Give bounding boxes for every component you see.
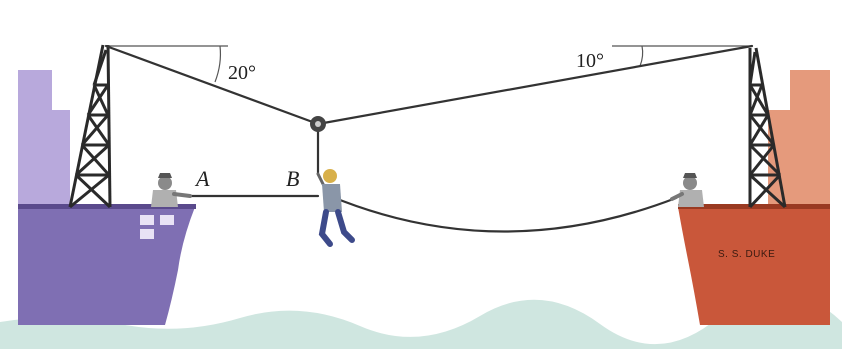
angle-label-left: 20°	[228, 62, 256, 84]
left-sailor	[151, 173, 192, 207]
right-tower	[748, 47, 787, 209]
rope-pulley-to-right-tower	[316, 44, 754, 126]
right-ship-superstructure	[768, 70, 830, 207]
angle-reference-left	[106, 45, 228, 83]
right-sailor	[670, 173, 704, 207]
rope-left-tower-to-pulley	[104, 44, 320, 126]
ropes	[104, 44, 754, 233]
left-ship-porthole	[140, 229, 154, 239]
water	[0, 291, 842, 349]
ship-name-label: S. S. DUKE	[718, 249, 775, 260]
right-ship-hull	[678, 207, 830, 325]
left-ship-superstructure	[18, 70, 70, 207]
angle-label-right: 10°	[576, 50, 604, 72]
left-ship-porthole	[160, 215, 174, 225]
left-ship-porthole	[140, 215, 154, 225]
pulley	[310, 116, 326, 132]
suspended-person	[316, 169, 355, 247]
left-ship	[18, 70, 196, 325]
right-ship: S. S. DUKE	[678, 70, 830, 325]
left-ship-deck	[18, 204, 196, 209]
right-ship-deck	[678, 204, 830, 209]
point-label-b: B	[286, 166, 299, 191]
angle-reference-right	[612, 45, 752, 67]
rope-b-to-right-ship	[328, 194, 678, 233]
left-tower	[68, 44, 112, 209]
point-label-a: A	[194, 166, 210, 191]
